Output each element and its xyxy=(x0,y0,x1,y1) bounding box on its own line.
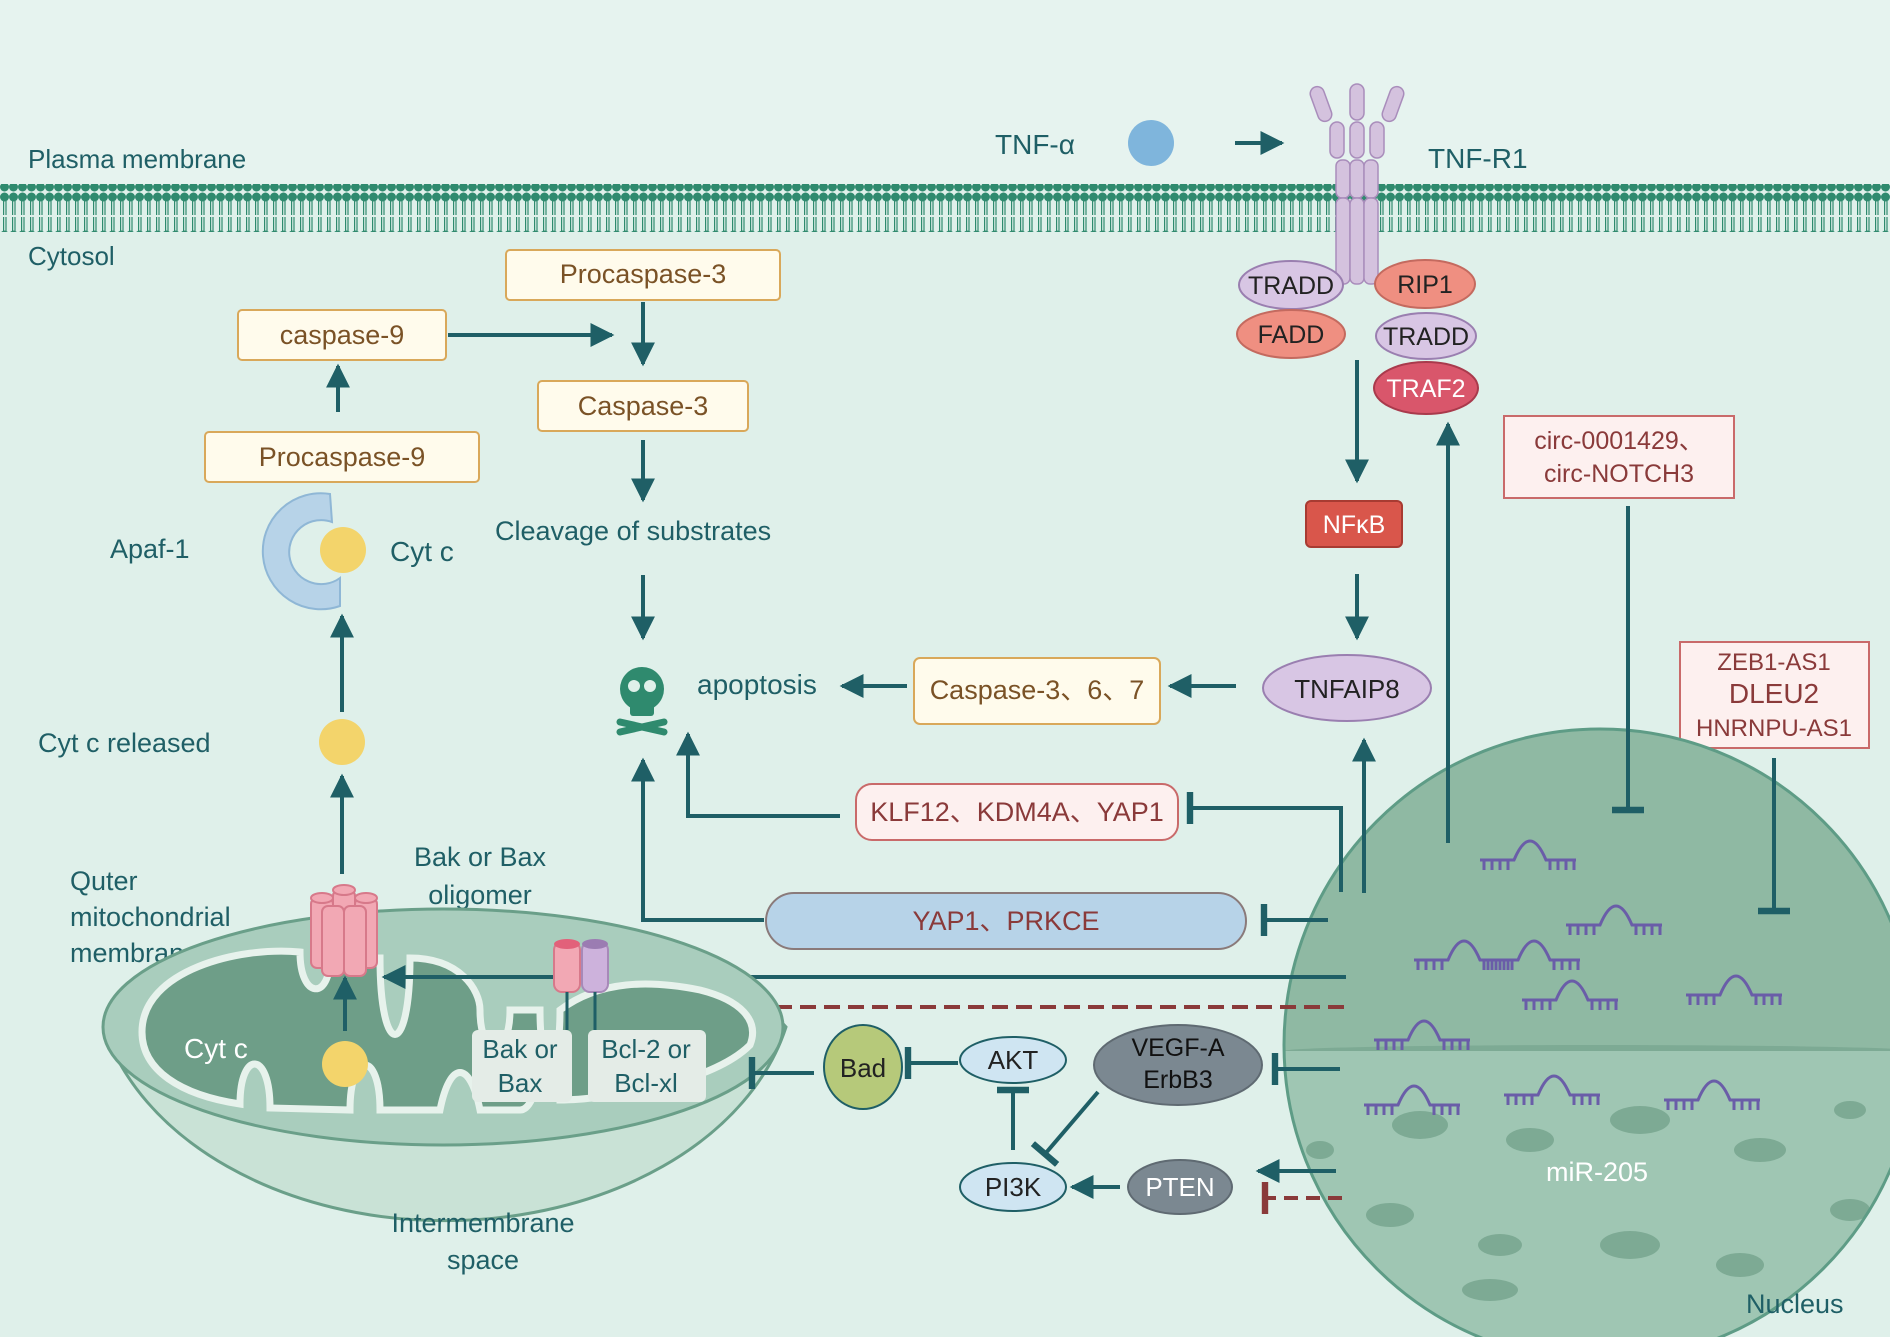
svg-text:TNFAIP8: TNFAIP8 xyxy=(1294,674,1399,704)
plasma-membrane xyxy=(0,184,1890,232)
rip1-node: RIP1 xyxy=(1374,259,1476,309)
svg-text:HNRNPU-AS1: HNRNPU-AS1 xyxy=(1696,715,1852,742)
pten-node: PTEN xyxy=(1127,1159,1233,1215)
tradd-node-2: TRADD xyxy=(1375,312,1477,360)
svg-text:TRAF2: TRAF2 xyxy=(1386,375,1465,403)
svg-text:Bcl-2 or: Bcl-2 or xyxy=(601,1034,691,1064)
svg-text:VEGF-A: VEGF-A xyxy=(1131,1034,1224,1062)
tnf-r1-receptor xyxy=(1309,83,1405,285)
lncrna-box: ZEB1-AS1 DLEU2 HNRNPU-AS1 xyxy=(1679,641,1870,749)
cyt-c-matrix-label: Cyt c xyxy=(184,1033,248,1064)
svg-text:Caspase-3: Caspase-3 xyxy=(578,391,709,421)
svg-text:PTEN: PTEN xyxy=(1145,1172,1214,1202)
nucleus-label: Nucleus xyxy=(1746,1289,1844,1319)
yap1-prkce-box: YAP1、PRKCE xyxy=(765,892,1247,950)
bak-bax-oligomer-pore xyxy=(310,884,378,977)
intermembrane-label-2: space xyxy=(447,1245,519,1275)
vegfa-erbb3-node: VEGF-A ErbB3 xyxy=(1093,1024,1263,1106)
svg-text:Caspase-3、6、7: Caspase-3、6、7 xyxy=(930,675,1145,705)
apoptosis-label: apoptosis xyxy=(697,669,817,700)
cytosol-label: Cytosol xyxy=(28,241,115,271)
inhibit-vegfa-to-pi3k xyxy=(1030,1090,1100,1167)
bcl2-label-box: Bcl-2 or Bcl-xl xyxy=(588,1030,706,1102)
skull-icon xyxy=(616,667,668,736)
mir205-label: miR-205 xyxy=(1546,1157,1648,1187)
cyt-c-matrix xyxy=(322,1041,368,1087)
bak-bax-oligomer-label-1: Bak or Bax xyxy=(414,842,547,872)
svg-text:Procaspase-9: Procaspase-9 xyxy=(259,442,426,472)
svg-text:Bax: Bax xyxy=(498,1068,543,1098)
svg-text:Bad: Bad xyxy=(840,1053,886,1083)
svg-text:RIP1: RIP1 xyxy=(1397,271,1453,299)
apaf1-label: Apaf-1 xyxy=(110,534,190,564)
svg-text:PI3K: PI3K xyxy=(985,1172,1042,1202)
bak-bax-channel xyxy=(553,939,581,1030)
cyt-c-released-label: Cyt c released xyxy=(38,728,211,758)
tnfaip8-node: TNFAIP8 xyxy=(1262,654,1432,722)
svg-text:AKT: AKT xyxy=(988,1045,1039,1075)
bad-node: Bad xyxy=(823,1024,903,1110)
procaspase-9-box: Procaspase-9 xyxy=(204,431,480,483)
svg-text:TRADD: TRADD xyxy=(1383,323,1469,351)
svg-text:Bak or: Bak or xyxy=(482,1034,557,1064)
cyt-c-apoptosome xyxy=(320,527,366,573)
svg-text:Bcl-xl: Bcl-xl xyxy=(614,1068,678,1098)
apoptosome-apaf1 xyxy=(261,492,341,611)
svg-text:DLEU2: DLEU2 xyxy=(1729,678,1819,709)
svg-text:circ-NOTCH3: circ-NOTCH3 xyxy=(1544,460,1694,488)
procaspase-3-box: Procaspase-3 xyxy=(505,249,781,301)
svg-text:Procaspase-3: Procaspase-3 xyxy=(560,259,727,289)
caspase-3-box: Caspase-3 xyxy=(537,380,749,432)
plasma-membrane-label: Plasma membrane xyxy=(28,144,246,174)
svg-text:FADD: FADD xyxy=(1258,321,1325,349)
outer-membrane-label-2: mitochondrial xyxy=(70,902,231,932)
tnf-r1-label: TNF-R1 xyxy=(1428,143,1528,174)
bcl2-channel xyxy=(581,939,609,1030)
svg-text:TRADD: TRADD xyxy=(1248,272,1334,300)
extracellular-space xyxy=(0,0,1890,185)
fadd-node: FADD xyxy=(1236,309,1346,359)
svg-text:YAP1、PRKCE: YAP1、PRKCE xyxy=(912,906,1099,936)
mirna-glyphs xyxy=(1364,839,1782,1115)
arrow-klf12-to-apoptosis xyxy=(676,731,840,818)
tnf-alpha-ligand xyxy=(1128,120,1174,166)
svg-text:circ-0001429、: circ-0001429、 xyxy=(1534,427,1704,455)
tradd-node-1: TRADD xyxy=(1238,260,1344,310)
cyt-c-label: Cyt c xyxy=(390,536,454,567)
bak-bax-label-box: Bak or Bax xyxy=(472,1030,572,1102)
akt-node: AKT xyxy=(959,1036,1067,1084)
caspase-9-box: caspase-9 xyxy=(237,309,447,361)
traf2-node: TRAF2 xyxy=(1373,361,1479,415)
intermembrane-label-1: Intermembrane xyxy=(391,1208,574,1238)
svg-text:ZEB1-AS1: ZEB1-AS1 xyxy=(1717,649,1830,676)
inhibit-mir205-to-klf12 xyxy=(1186,792,1343,892)
outer-membrane-label-1: Quter xyxy=(70,866,138,896)
nfkb-node: NFκB xyxy=(1305,500,1403,548)
svg-text:ErbB3: ErbB3 xyxy=(1143,1066,1212,1094)
tnf-alpha-label: TNF-α xyxy=(995,129,1075,160)
klf12-box: KLF12、KDM4A、YAP1 xyxy=(855,783,1179,841)
svg-text:caspase-9: caspase-9 xyxy=(280,320,405,350)
bak-bax-oligomer-label-2: oligomer xyxy=(428,880,532,910)
pi3k-node: PI3K xyxy=(959,1162,1067,1212)
caspase-3-6-7-box: Caspase-3、6、7 xyxy=(913,657,1161,725)
cyt-c-released xyxy=(319,719,365,765)
svg-text:KLF12、KDM4A、YAP1: KLF12、KDM4A、YAP1 xyxy=(870,797,1164,827)
cleavage-label: Cleavage of substrates xyxy=(495,516,771,546)
svg-text:NFκB: NFκB xyxy=(1323,511,1386,539)
circrna-box: circ-0001429、 circ-NOTCH3 xyxy=(1503,415,1735,499)
arrow-yap1-to-apoptosis xyxy=(631,757,764,922)
